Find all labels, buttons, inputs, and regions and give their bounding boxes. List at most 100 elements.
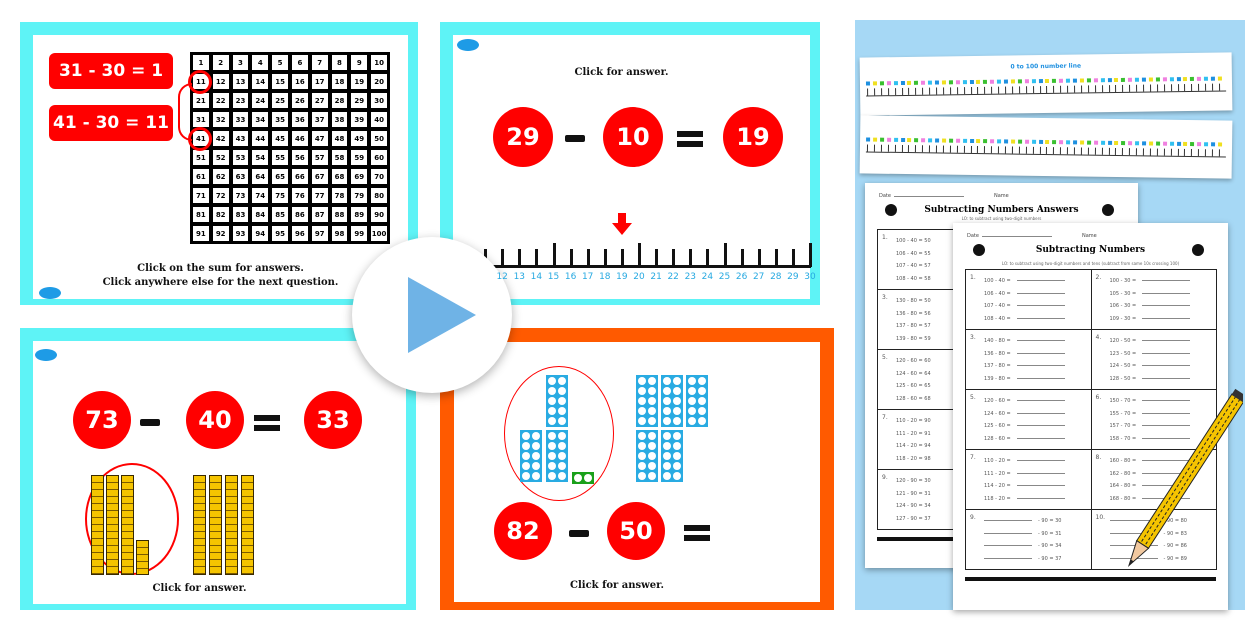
answer-blank[interactable] <box>1142 412 1191 414</box>
numicon-tile <box>661 430 683 482</box>
question-line: 106 - 40 = 55 <box>896 250 984 259</box>
question-text: - 90 = 86 <box>1163 543 1188 549</box>
number-line-tick <box>1005 86 1007 94</box>
answer-blank[interactable] <box>1142 400 1191 401</box>
answer-blank[interactable] <box>1016 412 1065 414</box>
answer-blank[interactable] <box>1016 425 1065 426</box>
number-line-tick <box>1101 85 1103 93</box>
answer-blank[interactable] <box>1142 437 1191 439</box>
number-line-tick <box>949 145 951 153</box>
hundred-square-cell: 85 <box>271 206 289 223</box>
number-line-mark <box>1073 140 1078 145</box>
answer-blank[interactable] <box>1016 472 1065 474</box>
answer-blank[interactable] <box>1142 472 1191 474</box>
play-button[interactable] <box>352 237 512 393</box>
question-text: 128 - 60 = 68 <box>896 395 931 402</box>
number-line-tick <box>929 87 931 95</box>
hundred-square-cell: 14 <box>251 73 270 90</box>
answer-blank[interactable] <box>1142 485 1191 486</box>
answer-blank[interactable] <box>1016 365 1065 366</box>
minus-icon <box>885 204 897 216</box>
number-line-mark <box>969 80 974 85</box>
hundred-square-cell: 62 <box>211 168 230 185</box>
number-line-label: 29 <box>787 272 799 282</box>
question-text: 128 - 50 = <box>1109 375 1137 382</box>
question-text: 124 - 60 = <box>984 410 1011 417</box>
number-line-mark <box>921 138 926 143</box>
number-line-tick <box>1067 85 1069 93</box>
answer-blank[interactable] <box>1142 352 1191 354</box>
hundred-square-cell: 58 <box>330 149 349 166</box>
answer-blank[interactable] <box>1142 365 1191 366</box>
number-line-tick <box>956 145 958 153</box>
slide-numicon[interactable]: 82 50 Click for answer. <box>440 328 834 610</box>
number-line-mark <box>1148 141 1153 146</box>
number-line-mark <box>976 139 981 144</box>
answer-blank[interactable] <box>1016 377 1065 379</box>
answer-circle[interactable]: 19 <box>723 107 783 167</box>
question-line: 120 - 90 = 30 <box>896 477 984 486</box>
question-text: 124 - 60 = 64 <box>896 370 931 377</box>
number-line-mark <box>914 80 919 85</box>
answer-blank[interactable] <box>1016 400 1065 401</box>
equation-box-1[interactable]: 31 - 30 = 1 <box>49 53 173 89</box>
answer-blank[interactable] <box>1016 460 1065 461</box>
number-line-tick <box>984 86 986 94</box>
answer-blank[interactable] <box>1016 340 1065 341</box>
number-line-tick <box>501 249 505 267</box>
answer-blank[interactable] <box>1142 377 1191 379</box>
question-text: 114 - 20 = 94 <box>896 443 931 449</box>
hundred-square-cell: 59 <box>350 149 369 166</box>
answer-blank[interactable] <box>1142 292 1191 294</box>
slide-base-ten[interactable]: 73 40 33 Click for answer. <box>20 328 416 610</box>
click-for-answer-text[interactable]: Click for answer. <box>570 580 664 591</box>
hundred-square-cell: 70 <box>370 168 388 185</box>
click-for-answer-text[interactable]: Click for answer. <box>574 67 669 78</box>
question-text: 106 - 30 = <box>1109 303 1137 309</box>
answer-blank[interactable] <box>1142 425 1191 426</box>
answer-blank[interactable] <box>1016 485 1065 486</box>
numicon-tile <box>546 430 568 482</box>
answer-blank[interactable] <box>1016 305 1065 306</box>
answer-blank[interactable] <box>1016 437 1065 439</box>
answer-blank[interactable] <box>1016 317 1065 319</box>
hundred-square-cell: 23 <box>231 92 250 109</box>
answer-blank[interactable] <box>1016 292 1065 294</box>
answer-circle[interactable]: 33 <box>304 391 362 449</box>
answer-blank[interactable] <box>1016 497 1065 499</box>
equation-box-2[interactable]: 41 - 30 = 11 <box>49 105 173 141</box>
number-line-tick <box>1115 85 1117 93</box>
number-line-mark <box>983 139 988 144</box>
question-number: 2. <box>1095 274 1102 281</box>
question-box: 5.120 - 60 =124 - 60 =125 - 60 =128 - 60… <box>965 389 1092 450</box>
hundred-square-cell: 67 <box>310 168 329 185</box>
number-line-mark <box>948 138 953 143</box>
number-line-tick <box>552 243 556 267</box>
answer-blank[interactable] <box>1016 352 1065 354</box>
question-line: 120 - 60 = <box>984 397 1087 406</box>
number-line-tick <box>1177 84 1179 92</box>
hundred-square-cell: 64 <box>251 168 270 185</box>
equals-sign <box>684 525 710 541</box>
answer-blank[interactable] <box>1142 280 1191 281</box>
number-line-tick <box>1163 84 1165 92</box>
worksheet-title: Subtracting Numbers <box>1035 245 1146 255</box>
answer-blank[interactable] <box>1016 280 1065 281</box>
number-line-mark <box>962 80 967 85</box>
answer-blank[interactable] <box>1142 305 1191 306</box>
number-line-tick <box>1191 83 1193 91</box>
hundred-square-cell: 8 <box>330 54 349 71</box>
number-line-tick <box>908 87 910 95</box>
click-for-answer-text[interactable]: Click for answer. <box>152 583 247 594</box>
number-line-mark <box>879 81 884 86</box>
answer-blank[interactable] <box>1142 460 1191 461</box>
number-line-mark <box>1183 77 1188 82</box>
answer-blank[interactable] <box>1142 317 1191 319</box>
number-line-tick <box>1177 148 1179 156</box>
number-line-tick <box>901 144 903 152</box>
answer-blank[interactable] <box>1142 340 1191 341</box>
question-line: 127 - 90 = 37 <box>896 515 984 524</box>
question-line: 150 - 70 = <box>1110 397 1213 406</box>
